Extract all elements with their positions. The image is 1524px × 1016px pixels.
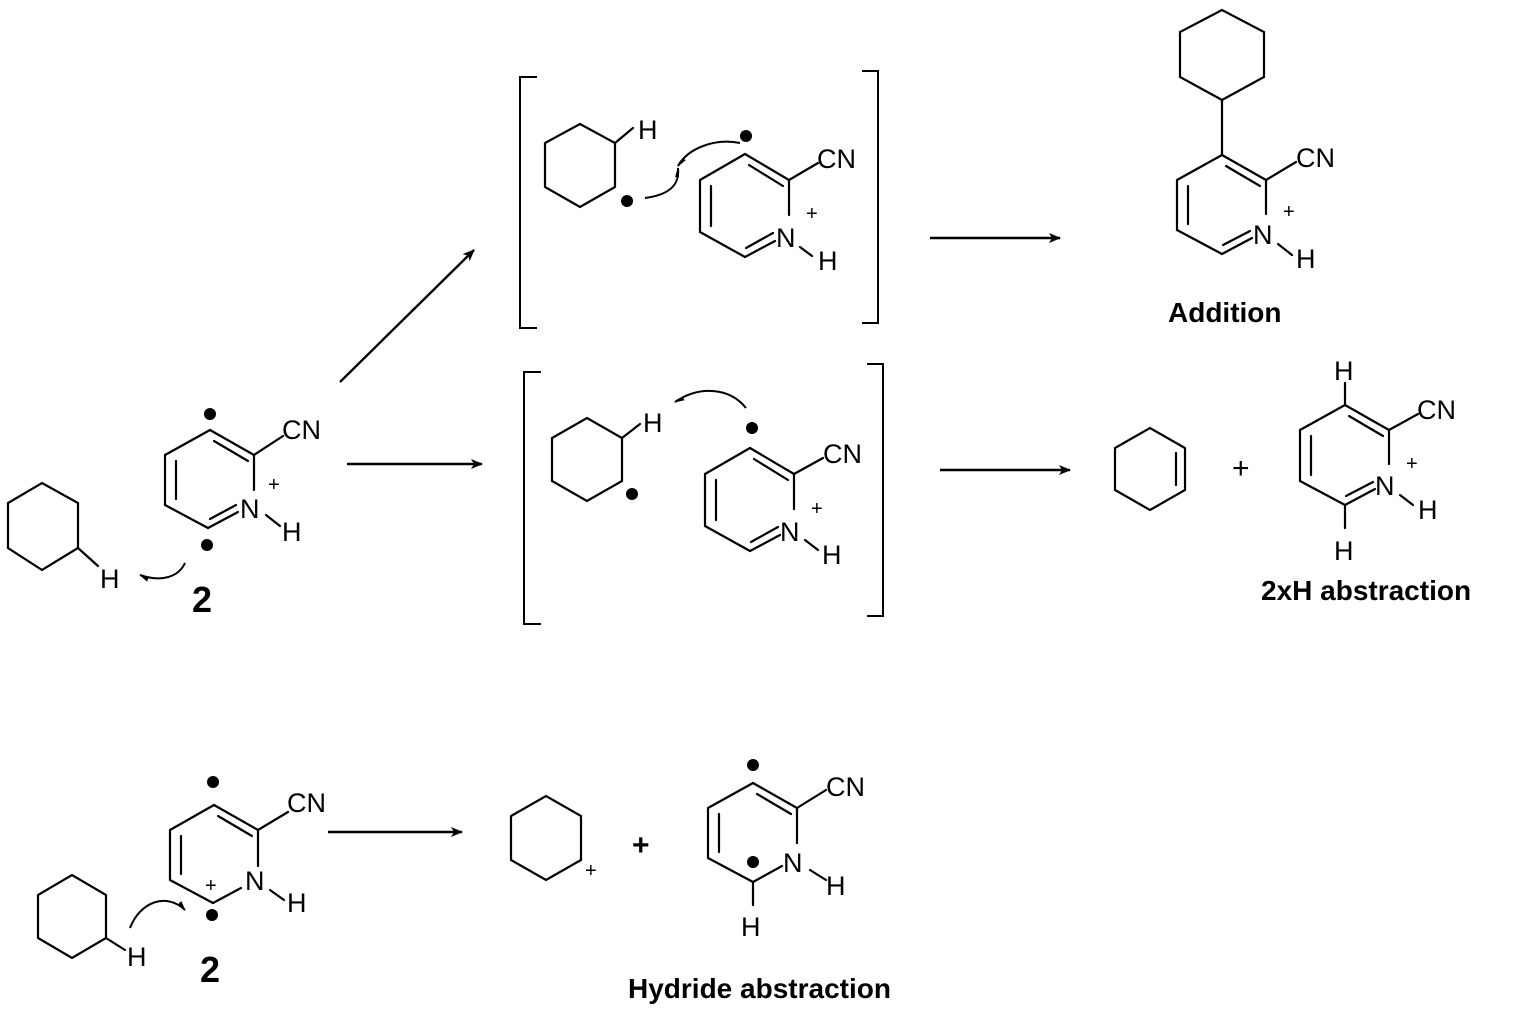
radical-dot — [626, 488, 638, 500]
compound-label-bottom: 2 — [200, 949, 220, 990]
radical-dot — [747, 856, 759, 868]
addition-intermediate: H CN N + H — [519, 70, 879, 329]
abstraction-intermediate: H CN N + H — [523, 363, 884, 625]
svg-text:N: N — [780, 517, 800, 547]
svg-text:CN: CN — [1296, 143, 1335, 173]
svg-text:N: N — [245, 866, 265, 896]
hydride-transfer-arrow — [129, 900, 186, 929]
double-h-abstraction-label: 2xH abstraction — [1261, 575, 1471, 606]
svg-text:+: + — [806, 203, 818, 225]
h-abstraction-arrow — [674, 390, 747, 409]
svg-text:N: N — [776, 223, 796, 253]
svg-text:N: N — [1253, 220, 1273, 250]
svg-text:H: H — [643, 408, 663, 438]
svg-text:+: + — [205, 875, 217, 897]
svg-text:+: + — [1406, 453, 1418, 475]
svg-text:+: + — [1283, 201, 1295, 223]
left-bracket — [519, 76, 537, 329]
svg-text:H: H — [1334, 356, 1354, 386]
radical-dot — [207, 776, 219, 788]
cyclohexene-product — [1113, 426, 1187, 512]
pathway-arrow-addition — [339, 249, 475, 383]
cyclohexyl-cation-product: + — [509, 794, 597, 882]
svg-text:CN: CN — [287, 788, 326, 818]
radical-dot — [746, 422, 758, 434]
plus-sign: + — [1232, 452, 1250, 485]
radical-dot — [206, 909, 218, 921]
radical-attack-arrow — [677, 140, 741, 167]
hydride-abstraction-label: Hydride abstraction — [628, 973, 891, 1004]
radical-dot — [201, 539, 213, 551]
svg-text:H: H — [100, 564, 120, 594]
svg-text:CN: CN — [282, 415, 321, 445]
compound-label: 2 — [192, 579, 212, 620]
svg-text:CN: CN — [1417, 395, 1456, 425]
svg-text:H: H — [1418, 495, 1438, 525]
pyridinium-radical-cation-2: CN N + H — [163, 408, 321, 551]
svg-text:+: + — [268, 474, 280, 496]
svg-text:CN: CN — [823, 439, 862, 469]
svg-text:N: N — [240, 494, 260, 524]
svg-text:CN: CN — [826, 772, 865, 802]
plus-sign: + — [632, 829, 650, 862]
addition-label: Addition — [1168, 297, 1282, 328]
cyclohexane-reactant: H — [6, 481, 120, 594]
radical-dot — [204, 408, 216, 420]
radical-attack-arrow — [644, 167, 680, 199]
svg-text:H: H — [127, 942, 147, 972]
reduced-pyridine-product: CN N H H — [706, 759, 865, 942]
svg-text:CN: CN — [817, 144, 856, 174]
svg-text:H: H — [282, 517, 302, 547]
left-bracket — [523, 371, 541, 625]
svg-text:H: H — [741, 912, 761, 942]
cyclohexane-reactant-bottom: H — [36, 873, 147, 972]
svg-text:H: H — [1334, 536, 1354, 566]
svg-text:H: H — [822, 540, 842, 570]
dihydropyridinium-product: H H CN N + H — [1298, 356, 1456, 566]
svg-text:N: N — [783, 848, 803, 878]
right-bracket — [867, 363, 884, 617]
svg-text:H: H — [818, 246, 838, 276]
svg-text:+: + — [811, 498, 823, 520]
radical-dot — [747, 759, 759, 771]
svg-text:+: + — [585, 860, 597, 882]
svg-text:H: H — [1296, 244, 1316, 274]
addition-product: CN N + H — [1175, 8, 1335, 274]
svg-text:H: H — [826, 871, 846, 901]
svg-text:H: H — [638, 115, 658, 145]
hydrogen-transfer-arrow — [139, 562, 186, 582]
svg-text:N: N — [1375, 471, 1395, 501]
radical-dot — [621, 195, 633, 207]
radical-dot — [740, 130, 752, 142]
right-bracket — [862, 70, 879, 324]
svg-text:H: H — [287, 888, 307, 918]
pyridinium-radical-cation-2-bottom: CN N + H — [168, 776, 326, 921]
